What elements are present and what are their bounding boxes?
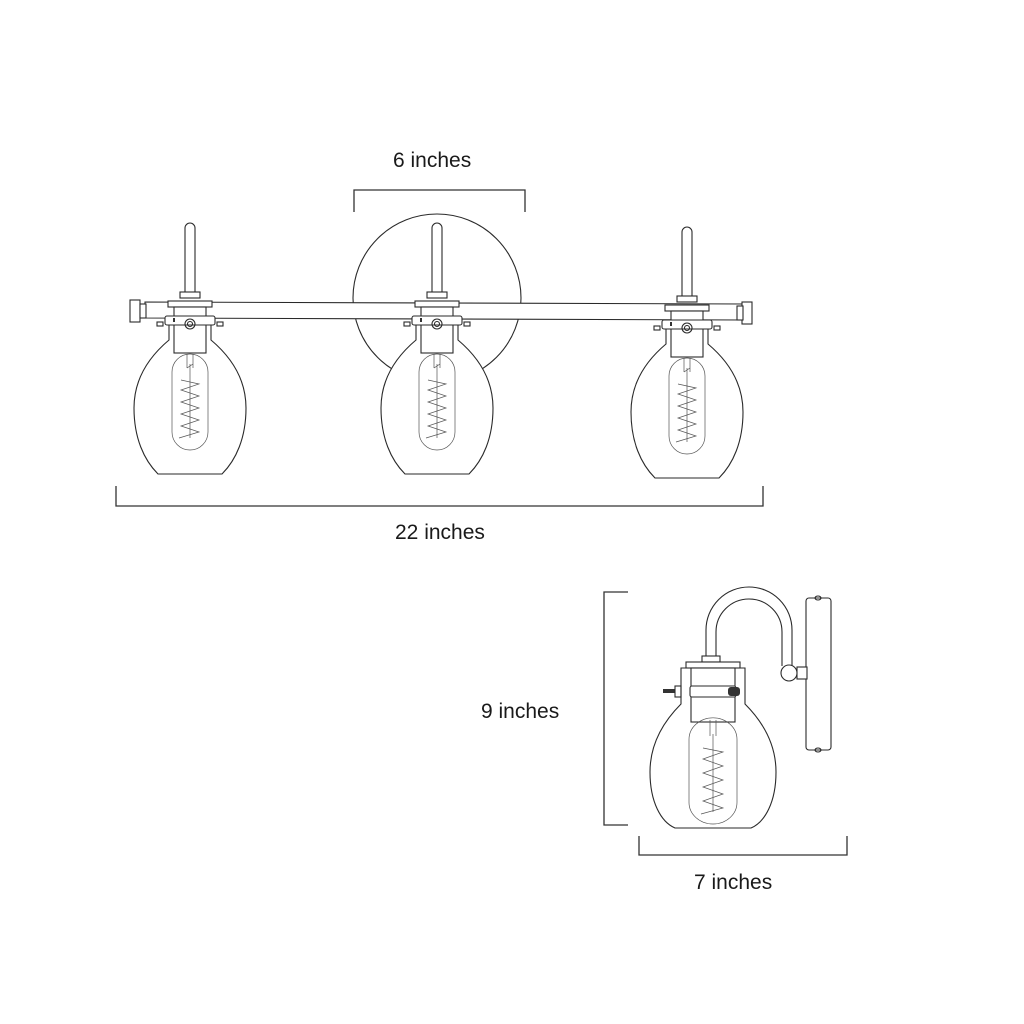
dimension-line-7in xyxy=(638,836,848,856)
lamp-center xyxy=(380,222,494,475)
dimension-label-extension: 7 inches xyxy=(694,871,773,894)
dimension-line-9in xyxy=(603,591,628,826)
front-view xyxy=(115,189,764,507)
dimension-label-backplate-width: 6 inches xyxy=(393,149,472,172)
dimension-label-overall-width: 22 inches xyxy=(395,521,485,544)
lamp-right xyxy=(630,226,744,479)
lamp-left xyxy=(133,222,247,475)
wall-plate xyxy=(805,597,832,751)
side-view xyxy=(603,586,848,856)
lamp-side xyxy=(649,661,777,829)
dimension-label-height: 9 inches xyxy=(481,700,560,723)
dimension-line-22in xyxy=(115,486,764,507)
dimension-line-6in xyxy=(353,189,526,212)
end-cap-left xyxy=(129,299,141,323)
